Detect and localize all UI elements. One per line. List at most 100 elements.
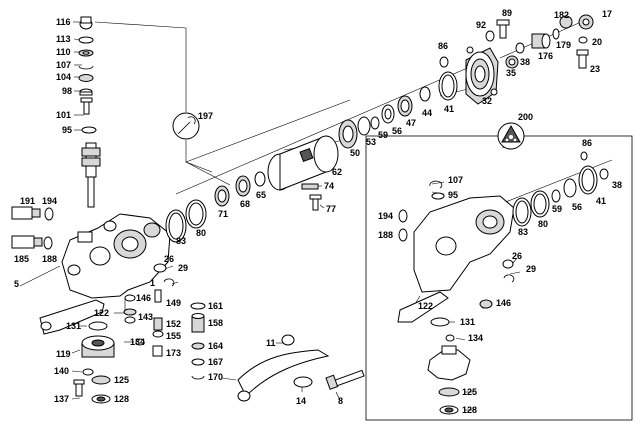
end-cover-32 — [465, 46, 499, 105]
label-65: 65 — [256, 190, 266, 200]
label-131: 131 — [66, 321, 81, 331]
label-134: 134 — [130, 337, 145, 347]
label-77: 77 — [326, 204, 336, 214]
label-116: 116 — [56, 17, 71, 27]
label-32: 32 — [482, 96, 492, 106]
label-95: 95 — [62, 125, 72, 135]
label-137: 137 — [54, 394, 69, 404]
label-80-inset: 80 — [538, 219, 548, 229]
label-50: 50 — [350, 148, 360, 158]
label-29: 29 — [178, 263, 188, 273]
label-92: 92 — [476, 20, 486, 30]
label-20: 20 — [592, 37, 602, 47]
label-119: 119 — [56, 349, 71, 359]
label-164: 164 — [208, 341, 223, 351]
label-179: 179 — [556, 40, 571, 50]
label-17: 17 — [602, 9, 612, 19]
label-35: 35 — [506, 68, 516, 78]
label-104: 104 — [56, 72, 71, 82]
label-188: 188 — [42, 254, 57, 264]
label-14: 14 — [296, 396, 306, 406]
label-161: 161 — [208, 301, 223, 311]
label-26-inset: 26 — [512, 251, 522, 261]
label-1: 1 — [150, 278, 155, 288]
label-158: 158 — [208, 318, 223, 328]
label-38: 38 — [520, 57, 530, 67]
label-128-inset: 128 — [462, 405, 477, 415]
label-122: 122 — [94, 308, 109, 318]
label-56: 56 — [392, 126, 402, 136]
label-170: 170 — [208, 372, 223, 382]
label-167: 167 — [208, 357, 223, 367]
label-8: 8 — [338, 396, 343, 406]
label-146-inset: 146 — [496, 298, 511, 308]
label-44: 44 — [422, 108, 432, 118]
label-131-inset: 131 — [460, 317, 475, 327]
label-101: 101 — [56, 110, 71, 120]
piston-62 — [267, 135, 339, 211]
label-83: 83 — [176, 236, 186, 246]
label-86: 86 — [438, 41, 448, 51]
label-152: 152 — [166, 319, 181, 329]
label-53: 53 — [366, 137, 376, 147]
label-23: 23 — [590, 64, 600, 74]
label-176: 176 — [538, 51, 553, 61]
label-194-inset: 194 — [378, 211, 393, 221]
label-38-inset: 38 — [612, 180, 622, 190]
label-173: 173 — [166, 348, 181, 358]
label-182: 182 — [554, 10, 569, 20]
label-113: 113 — [56, 34, 71, 44]
label-80: 80 — [196, 228, 206, 238]
label-68: 68 — [240, 199, 250, 209]
label-107-inset: 107 — [448, 175, 463, 185]
label-149: 149 — [166, 298, 181, 308]
valve-triangle-icon — [497, 122, 525, 150]
axis-rings-right — [338, 56, 458, 149]
label-11: 11 — [266, 338, 276, 348]
label-122-inset: 122 — [418, 301, 433, 311]
label-41-inset: 41 — [596, 196, 606, 206]
main-housing — [61, 213, 171, 299]
label-128: 128 — [114, 394, 129, 404]
label-29-inset: 29 — [526, 264, 536, 274]
label-71: 71 — [218, 209, 228, 219]
axis-rings-center — [165, 171, 266, 243]
label-140: 140 — [54, 366, 69, 376]
label-41: 41 — [444, 104, 454, 114]
label-62: 62 — [332, 167, 342, 177]
label-83-inset: 83 — [518, 227, 528, 237]
left-stack-parts — [78, 16, 101, 208]
lower-stack-parts — [73, 263, 175, 404]
label-188-inset: 188 — [378, 230, 393, 240]
label-59-inset: 59 — [552, 204, 562, 214]
label-56-inset: 56 — [572, 202, 582, 212]
label-5: 5 — [14, 279, 19, 289]
inset-parts — [397, 151, 609, 415]
label-26: 26 — [164, 254, 174, 264]
hose-fittings — [11, 206, 54, 250]
label-95-inset: 95 — [448, 190, 458, 200]
label-200: 200 — [518, 112, 533, 122]
label-110: 110 — [56, 47, 71, 57]
label-86-inset: 86 — [582, 138, 592, 148]
valve-stack-parts — [190, 302, 206, 380]
label-107: 107 — [56, 60, 71, 70]
label-191: 191 — [20, 196, 35, 206]
label-125: 125 — [114, 375, 129, 385]
label-146: 146 — [136, 293, 151, 303]
pitman-arm — [39, 299, 105, 335]
wrench-icon — [172, 112, 200, 140]
label-89: 89 — [502, 8, 512, 18]
label-155: 155 — [166, 331, 181, 341]
label-143: 143 — [138, 312, 153, 322]
label-134-inset: 134 — [468, 333, 483, 343]
label-59: 59 — [378, 130, 388, 140]
adjuster-parts — [485, 14, 594, 69]
label-194: 194 — [42, 196, 57, 206]
drag-link — [237, 334, 365, 402]
label-185: 185 — [14, 254, 29, 264]
label-197: 197 — [198, 111, 213, 121]
label-125-inset: 125 — [462, 387, 477, 397]
part-labels: 116 113 110 107 104 98 101 95 191 194 18… — [14, 8, 622, 415]
